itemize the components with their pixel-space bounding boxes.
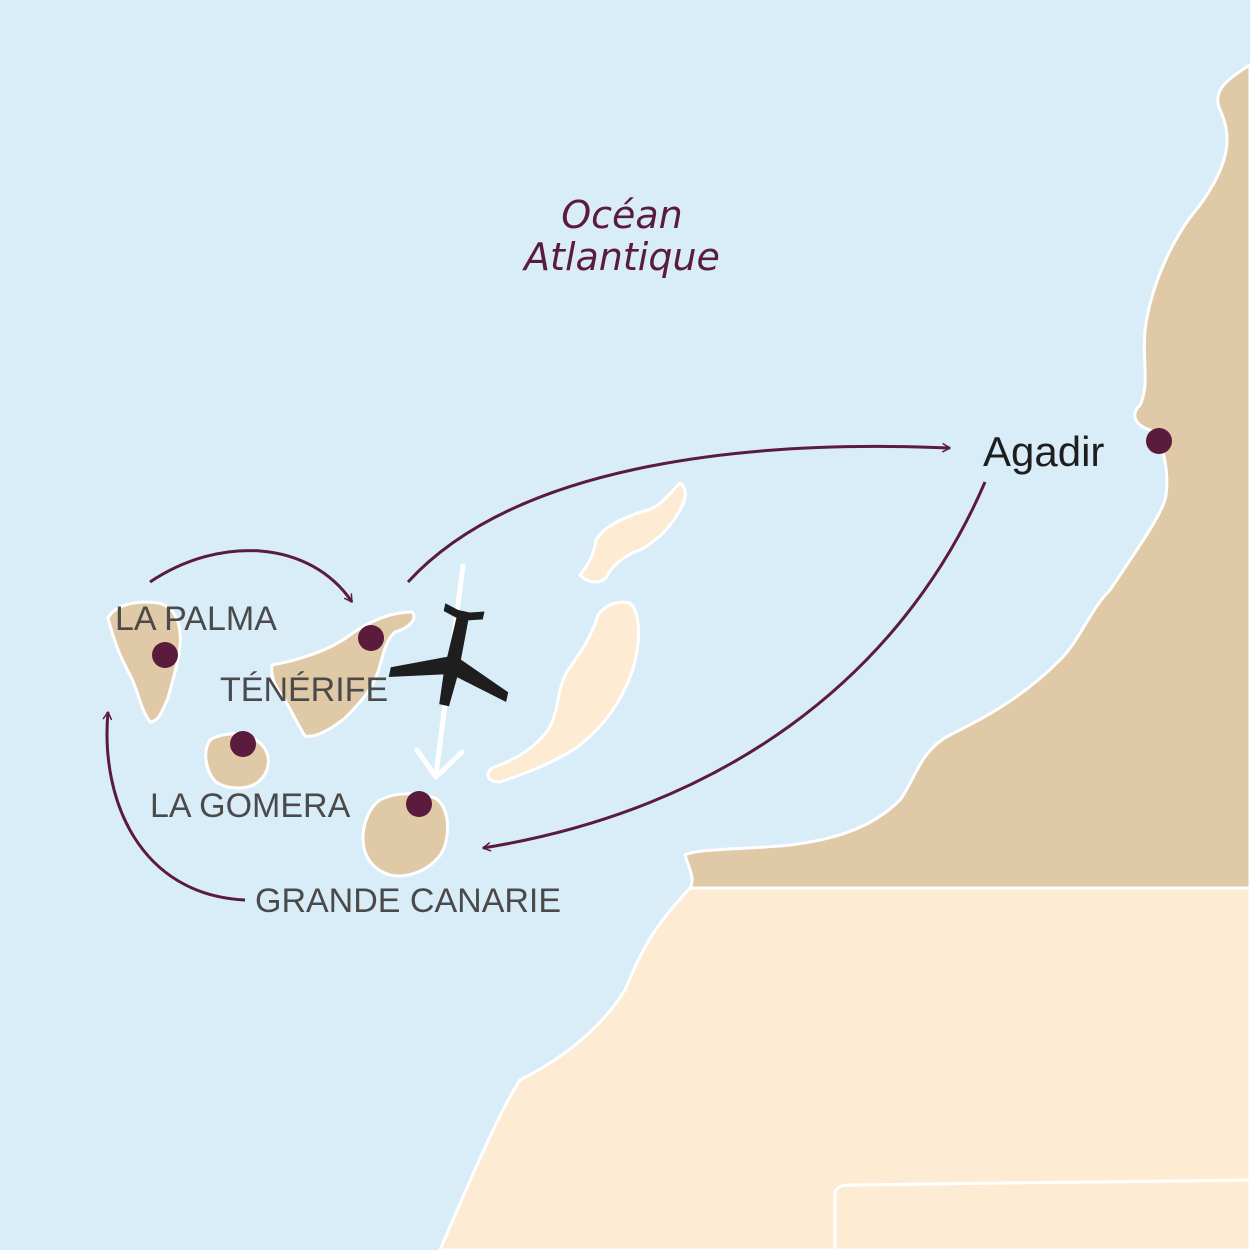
ocean-label-line1: Océan bbox=[561, 193, 683, 237]
route-la-palma-to-tenerife bbox=[149, 549, 354, 603]
agadir-marker bbox=[1146, 428, 1172, 454]
airplane-icon bbox=[388, 603, 509, 707]
la-palma-label: LA PALMA bbox=[115, 600, 277, 638]
lanzarote-island bbox=[578, 481, 687, 584]
grande-canarie-label: GRANDE CANARIE bbox=[255, 882, 561, 920]
morocco-region bbox=[683, 63, 1250, 890]
fuerteventura-island bbox=[486, 600, 641, 784]
ocean-label-line2: Atlantique bbox=[521, 235, 720, 279]
route-agadir-to-grande-canarie bbox=[482, 481, 987, 852]
tenerife-marker bbox=[358, 625, 384, 651]
grande-canarie-marker bbox=[406, 791, 432, 817]
la-palma-island bbox=[106, 600, 182, 724]
inner-border bbox=[833, 1178, 1250, 1250]
route-grande-canarie-to-la-palma bbox=[102, 711, 246, 902]
la-palma-marker bbox=[152, 642, 178, 668]
la-gomera-label: LA GOMERA bbox=[150, 787, 351, 825]
route-tenerife-to-agadir bbox=[406, 442, 951, 584]
agadir-label: Agadir bbox=[983, 428, 1104, 475]
la-gomera-marker bbox=[230, 731, 256, 757]
tenerife-label: TÉNÉRIFE bbox=[220, 671, 388, 709]
flight-path-arrowhead bbox=[414, 747, 465, 780]
sahara-region bbox=[438, 886, 1250, 1250]
